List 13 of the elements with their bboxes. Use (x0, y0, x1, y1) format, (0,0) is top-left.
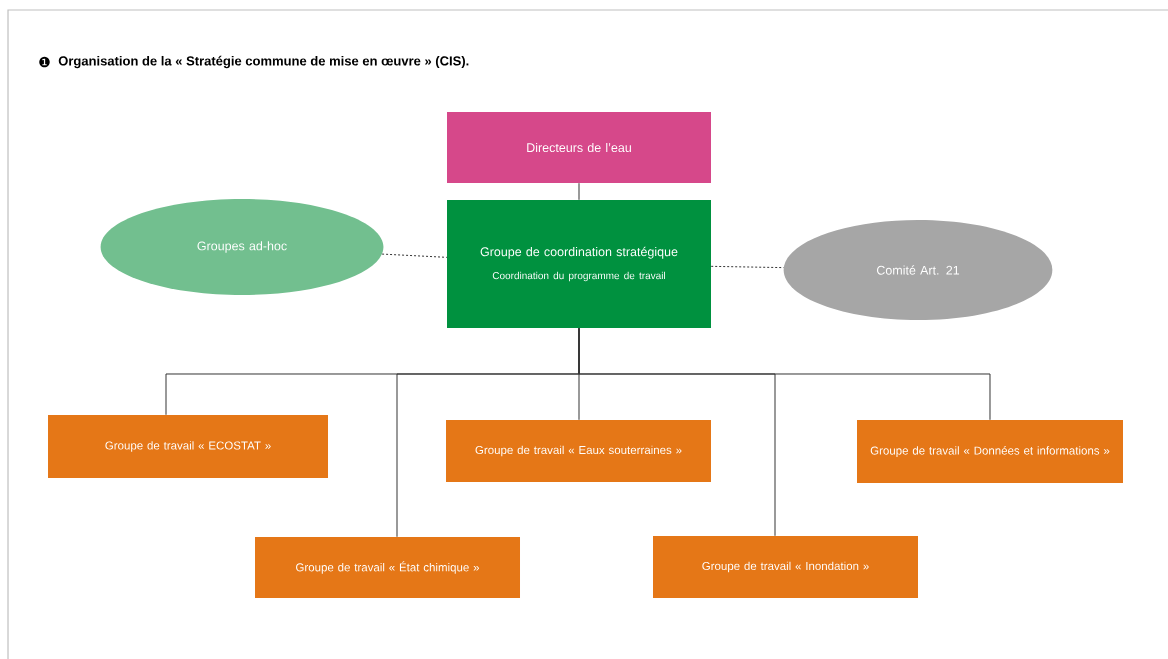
group-box: Directeurs de l’eau (447, 112, 711, 183)
callout-number: ❶ (39, 56, 50, 68)
title: Organisation de la « Stratégie commune de mise en œuvre » (CIS). (58, 55, 469, 69)
dotted-line (710, 265, 785, 269)
group-box: Groupe de coordination stratégique Coordination du programme de travail (447, 200, 711, 328)
connector-line (578, 182, 580, 201)
group-box: Groupe de travail « ECOSTAT » (48, 415, 328, 478)
dotted-line (381, 253, 448, 258)
group-box: Groupe de travail « Inondation » (653, 536, 918, 598)
group-box: Groupe de travail « État chimique » (255, 537, 520, 598)
connector-line (578, 327, 776, 537)
group-box: Groupe de travail « Eaux souterraines » (446, 420, 711, 482)
group-box: Groupe de travail « Données et informations » (857, 420, 1123, 483)
